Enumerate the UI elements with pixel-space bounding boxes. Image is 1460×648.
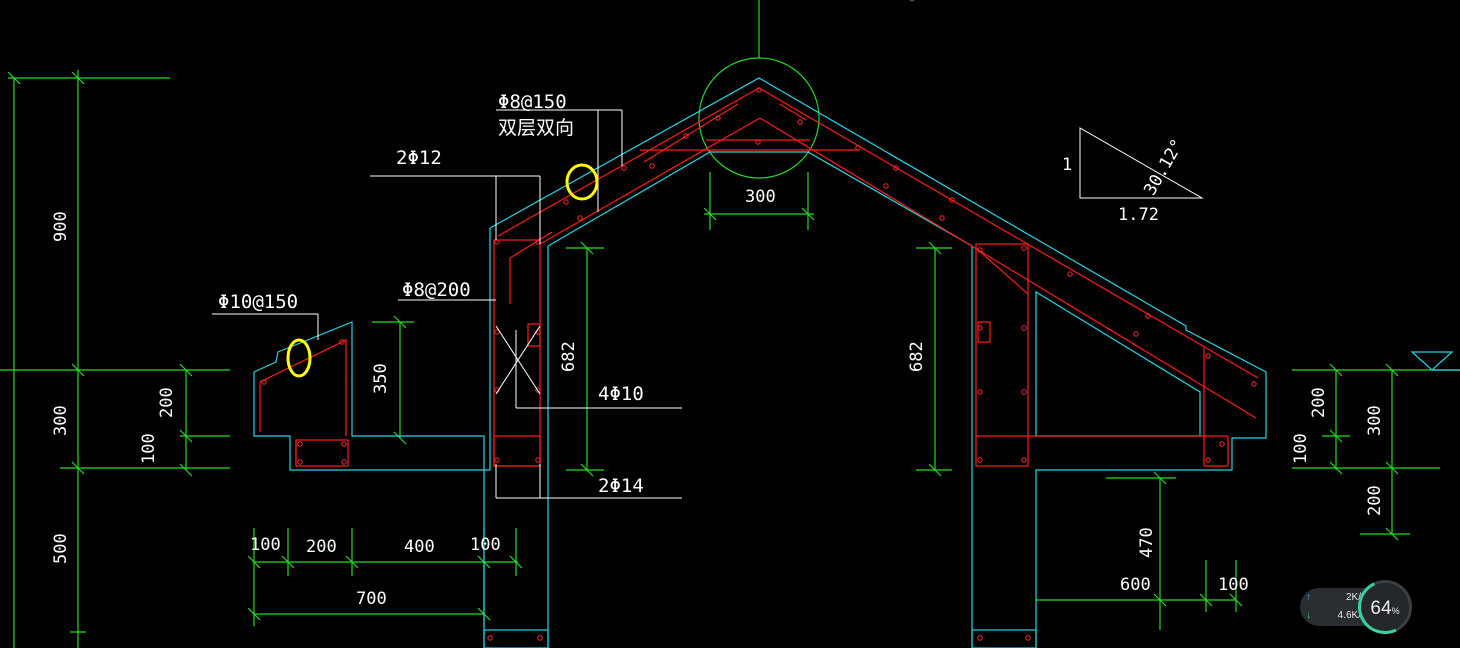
dim-bottom-200: 200 [306,537,337,557]
dim-left-500: 500 [51,533,71,564]
highlight-circle-parapet [286,338,312,378]
dim-bottom-100a: 100 [250,535,281,555]
download-row: ↓ 4.6K/s [1306,610,1366,621]
dim-right-100: 100 [1291,433,1311,464]
dim-bottom-700: 700 [356,589,387,609]
download-speed: 4.6K/s [1337,610,1366,621]
rebar-dots [261,87,1257,641]
label-stirrups: Φ8@200 [402,279,471,301]
highlight-circle-roof [565,163,599,201]
dim-bottom-100b: 100 [470,535,501,555]
dim-bottom-400: 400 [404,537,435,557]
dim-right-wall-682: 682 [907,341,927,372]
label-top-slab-note: 双层双向 [498,117,574,139]
download-arrow-icon: ↓ [1306,610,1311,621]
dim-left-300: 300 [51,405,71,436]
network-speed-widget[interactable]: ↑ 2K/s ↓ 4.6K/s 64% [1300,572,1420,642]
label-top-slab-rebar: Φ8@150 [498,91,567,113]
usage-gauge[interactable]: 64% [1350,572,1420,642]
dim-right-200: 200 [1309,387,1329,418]
slope-run: 1.72 [1118,205,1159,225]
dim-right-100b: 100 [1218,575,1249,595]
upload-arrow-icon: ↑ [1306,592,1311,603]
dim-left-wall-682: 682 [559,341,579,372]
upload-row: ↑ 2K/s [1306,592,1366,603]
label-beam-side-bars: 4Φ10 [598,383,644,405]
dim-ridge-300: 300 [745,187,776,207]
label-beam-bottom-bars: 2Φ14 [598,475,644,497]
label-beam-top-bars: 2Φ12 [396,147,442,169]
dim-left-900: 900 [51,211,71,242]
dim-parapet-100: 100 [139,433,159,464]
ridge-detail-circle [698,57,820,179]
slope-angle: 30.12° [1140,136,1188,199]
dim-parapet-200: 200 [157,387,177,418]
slope-triangle [1079,127,1204,199]
dim-right-600: 600 [1120,575,1151,595]
usage-percent: 64% [1370,598,1400,619]
leader-lines [212,109,1204,499]
concrete-outline [253,77,1267,648]
rebar-lines [259,87,1259,467]
dim-right-470: 470 [1137,527,1157,558]
dim-parapet-350: 350 [371,363,391,394]
dim-right-300: 300 [1365,405,1385,436]
upload-speed: 2K/s [1345,592,1366,603]
dim-right-200b: 200 [1365,485,1385,516]
left-overall-dimensions [0,70,1460,648]
label-parapet-rebar: Φ10@150 [218,291,298,313]
axis-lines [698,0,914,179]
slope-rise: 1 [1062,155,1072,175]
